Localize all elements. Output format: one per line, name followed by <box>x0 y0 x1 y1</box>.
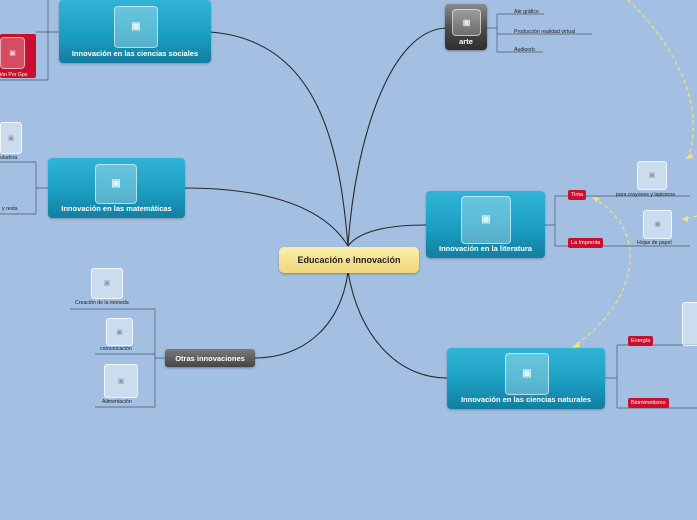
relation-arrow-4 <box>572 342 580 348</box>
branch-otras <box>70 308 165 408</box>
topic-ciencias-sociales[interactable]: ▣ Innovación en las ciencias sociales <box>59 0 211 63</box>
topic-image: ▣ <box>0 37 25 69</box>
topic-arte[interactable]: ▣ arte <box>445 4 487 50</box>
topic-image: ▣ <box>452 9 481 36</box>
relation-arrow-3 <box>593 197 600 202</box>
camera-icon: ▣ <box>103 280 111 287</box>
branch-arte <box>487 13 592 53</box>
relation-arte <box>627 0 694 159</box>
subtopic-comunicacion[interactable]: comunicación <box>100 346 132 352</box>
topic-otras-innovaciones[interactable]: Otras innovaciones <box>165 349 255 367</box>
topic-image: ▣ <box>114 6 158 48</box>
subtopic-suma-resta-label[interactable]: y resta <box>2 206 18 212</box>
camera-icon: ▣ <box>117 377 125 385</box>
link-central-otras <box>254 271 349 359</box>
topic-ciencias-naturales[interactable]: ▣ Innovación en las ciencias naturales <box>447 348 605 409</box>
thumb-crayones: ▣ <box>637 161 667 190</box>
link-central-sociales <box>209 31 349 247</box>
relation-arrow-2 <box>682 216 688 222</box>
thumb-hojas-papel: ▣ <box>643 210 672 239</box>
subtopic-calculadora-label[interactable]: uladora <box>0 155 18 161</box>
branch-matematicas <box>0 161 48 215</box>
topic-matematicas[interactable]: ▣ Innovación en las matemáticas <box>48 158 185 218</box>
subtopic-alimentacion[interactable]: Alimentación <box>102 399 132 405</box>
tag-energia[interactable]: Energía <box>628 336 654 346</box>
link-central-matematicas <box>183 187 349 247</box>
relation-tinta <box>572 197 631 348</box>
camera-icon: ▣ <box>481 214 491 225</box>
tag-la-imprenta[interactable]: La Imprenta <box>568 238 604 248</box>
topic-label: Otras innovaciones <box>175 353 245 363</box>
camera-icon: ▣ <box>522 368 532 379</box>
thumb-moneda: ▣ <box>91 268 123 299</box>
subtopic-image-gps: ▣ <box>0 34 36 78</box>
relation-literatura-right <box>683 215 697 220</box>
camera-icon: ▣ <box>9 49 16 57</box>
thumb-calculadora: ▣ <box>0 122 22 154</box>
camera-icon: ▣ <box>462 17 471 27</box>
camera-icon: ▣ <box>648 172 656 179</box>
topic-label: arte <box>459 37 473 46</box>
thumb-comunicacion: ▣ <box>106 318 133 346</box>
subtopic-gps-label[interactable]: ión Por Gps <box>0 72 28 78</box>
topic-image: ▣ <box>505 353 549 395</box>
camera-icon: ▣ <box>654 221 661 228</box>
central-topic[interactable]: Educación e Innovación <box>279 247 419 273</box>
subtopic-crayones-lapiceros[interactable]: para crayones y lapiceros <box>616 192 676 198</box>
camera-icon: ▣ <box>131 21 141 32</box>
topic-literatura[interactable]: ▣ Innovación en la literatura <box>426 191 545 258</box>
camera-icon: ▣ <box>111 178 121 189</box>
topic-image: ▣ <box>461 196 511 244</box>
topic-label: Innovación en las matemáticas <box>61 204 172 213</box>
camera-icon: ▣ <box>7 134 15 142</box>
topic-image: ▣ <box>95 164 137 204</box>
link-central-arte <box>347 27 447 247</box>
thumb-partial-right <box>682 302 697 346</box>
subtopic-creacion-moneda[interactable]: Creación de la moneda <box>75 300 129 306</box>
link-central-literatura <box>347 224 427 247</box>
link-central-naturales <box>347 271 448 379</box>
relation-arrow-1 <box>685 153 693 159</box>
subtopic-produccion-realidad-virtual[interactable]: Producción realidad virtual <box>514 29 576 35</box>
topic-label: Innovación en las ciencias naturales <box>460 395 592 404</box>
branch-naturales <box>605 344 697 409</box>
thumb-alimentacion: ▣ <box>104 364 138 398</box>
tag-tinta[interactable]: Tinta <box>568 190 587 200</box>
central-topic-label: Educación e Innovación <box>297 255 401 265</box>
subtopic-arte-grafico[interactable]: Ate gráfico <box>514 9 539 15</box>
tag-biomimetismo[interactable]: Biomimetismo <box>628 398 669 408</box>
subtopic-hojas-papel[interactable]: Hojas de papel <box>637 240 672 246</box>
branch-sociales <box>0 0 60 81</box>
camera-icon: ▣ <box>116 328 123 336</box>
topic-label: Innovación en las ciencias sociales <box>71 49 199 58</box>
subtopic-audioorb[interactable]: Audioorb <box>514 47 535 53</box>
topic-label: Innovación en la literatura <box>439 244 532 253</box>
